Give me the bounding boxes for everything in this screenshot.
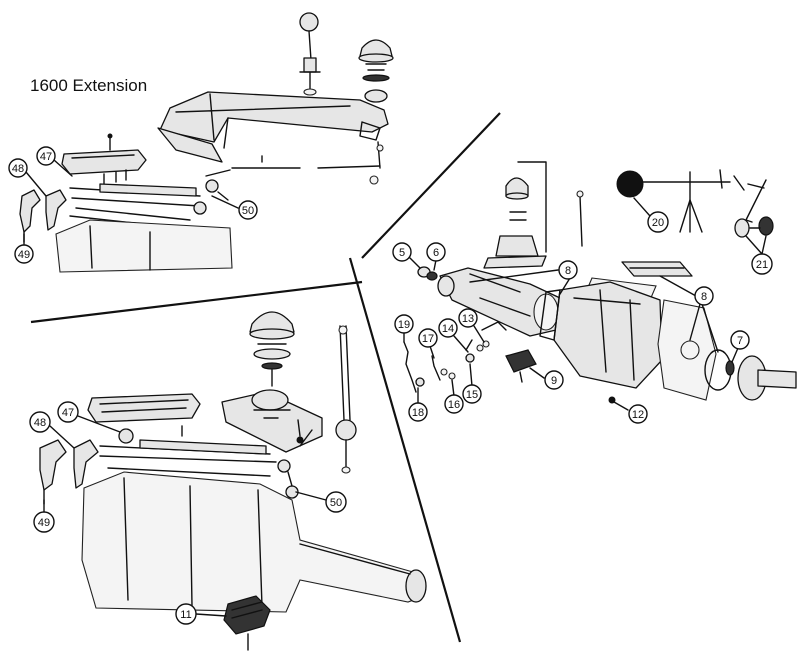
svg-text:50: 50 xyxy=(330,497,342,509)
callout-right-14: 14 xyxy=(438,318,469,353)
boot-dome-top xyxy=(358,39,394,103)
callout-bottom-11: 11 xyxy=(175,603,227,625)
callout-right-8b: 8 xyxy=(659,275,719,353)
top-left-assembly xyxy=(19,12,394,273)
gearbox-case-bottom xyxy=(81,471,427,613)
small-parts-right xyxy=(403,266,616,404)
gear-lever-right xyxy=(616,169,767,233)
divider-diagonal-upper xyxy=(361,112,501,259)
svg-text:20: 20 xyxy=(652,217,664,229)
input-shaft xyxy=(737,355,797,401)
top-cover-bottom xyxy=(87,393,201,437)
callout-right-17: 17 xyxy=(418,328,438,359)
selector-rod-right xyxy=(576,190,584,247)
callout-right-5: 5 xyxy=(392,242,421,269)
divider-diagonal-lower xyxy=(348,257,462,643)
boot-dome-right xyxy=(483,177,547,269)
callout-top-47: 47 xyxy=(36,146,73,177)
callout-bottom-48: 48 xyxy=(29,411,75,449)
divider-left-horizontal xyxy=(30,280,363,324)
callout-right-15: 15 xyxy=(462,363,482,404)
svg-text:49: 49 xyxy=(38,517,50,529)
svg-text:11: 11 xyxy=(180,609,191,621)
callout-right-21: 21 xyxy=(745,235,773,275)
gearbox-case-right xyxy=(539,281,663,389)
svg-text:8: 8 xyxy=(701,291,707,303)
shift-rails-bottom xyxy=(99,428,299,499)
bottom-left-assembly xyxy=(39,311,427,651)
callout-right-7: 7 xyxy=(730,330,750,363)
svg-text:13: 13 xyxy=(462,313,474,325)
svg-text:16: 16 xyxy=(448,399,460,411)
boot-dome-bottom xyxy=(249,311,295,387)
svg-text:17: 17 xyxy=(422,333,434,345)
callout-top-49: 49 xyxy=(14,233,34,264)
gearbox-case-top xyxy=(55,219,233,273)
callout-right-8a: 8 xyxy=(469,260,578,295)
svg-text:14: 14 xyxy=(442,323,454,335)
svg-text:15: 15 xyxy=(466,389,478,401)
callout-bottom-47: 47 xyxy=(57,401,121,433)
section-dividers xyxy=(30,112,501,643)
callout-right-12: 12 xyxy=(613,401,648,424)
shift-rails-top xyxy=(69,169,231,229)
svg-text:48: 48 xyxy=(34,417,46,429)
callout-top-50: 50 xyxy=(211,195,258,220)
svg-text:21: 21 xyxy=(756,259,768,271)
callout-right-16: 16 xyxy=(444,379,464,414)
selector-rods-top xyxy=(231,141,384,185)
bracket-line xyxy=(517,161,547,253)
svg-text:50: 50 xyxy=(242,205,254,217)
extension-housing xyxy=(157,91,389,163)
gear-lever-bottom xyxy=(335,325,357,474)
gearbox-mount xyxy=(223,595,271,651)
gasket-plate xyxy=(657,299,717,401)
svg-text:9: 9 xyxy=(551,375,557,387)
callout-bottom-50: 50 xyxy=(295,491,347,513)
svg-text:8: 8 xyxy=(565,265,571,277)
callout-right-6: 6 xyxy=(426,242,446,271)
callout-right-19: 19 xyxy=(394,314,414,343)
callout-right-13: 13 xyxy=(458,308,485,343)
callout-top-48: 48 xyxy=(8,158,47,197)
svg-text:12: 12 xyxy=(632,409,644,421)
bushes-right xyxy=(734,216,774,238)
callout-right-18: 18 xyxy=(408,387,428,422)
callout-right-20: 20 xyxy=(633,197,669,233)
svg-text:18: 18 xyxy=(412,407,424,419)
seal xyxy=(725,360,735,376)
svg-text:7: 7 xyxy=(737,335,743,347)
gear-lever-top xyxy=(299,12,321,96)
right-assembly xyxy=(403,161,797,404)
callout-right-9: 9 xyxy=(529,367,564,390)
svg-text:5: 5 xyxy=(399,247,405,259)
callout-bottom-49: 49 xyxy=(33,499,55,533)
remote-housing-bottom xyxy=(221,389,323,453)
svg-text:47: 47 xyxy=(40,151,52,163)
top-cover-top xyxy=(61,133,147,185)
svg-text:19: 19 xyxy=(398,319,410,331)
svg-text:47: 47 xyxy=(62,407,74,419)
svg-text:6: 6 xyxy=(433,247,439,259)
svg-text:49: 49 xyxy=(18,249,30,261)
svg-text:48: 48 xyxy=(12,163,24,175)
section-title-1600-extension: 1600 Extension xyxy=(30,76,148,95)
